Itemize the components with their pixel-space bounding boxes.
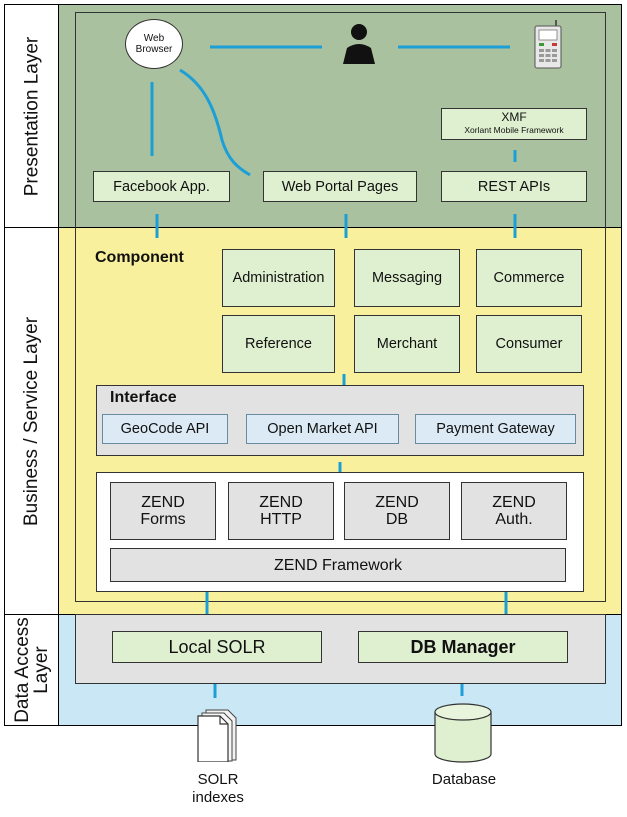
zend-auth-line2: Auth.	[495, 511, 533, 528]
db-manager-box: DB Manager	[358, 631, 568, 663]
zend-auth-line1: ZEND	[492, 494, 536, 511]
database-cylinder-icon	[434, 703, 492, 763]
business-layer-label: Business / Service Layer	[4, 227, 59, 615]
web-browser-circle: Web Browser	[125, 19, 183, 69]
interface-geocode-api: GeoCode API	[102, 414, 228, 444]
zend-http-line2: HTTP	[260, 511, 302, 528]
rest-apis-box: REST APIs	[441, 171, 587, 202]
web-portal-pages-box: Web Portal Pages	[263, 171, 417, 202]
zend-framework-bar: ZEND Framework	[110, 548, 566, 582]
component-commerce: Commerce	[476, 249, 582, 307]
zend-forms-line1: ZEND	[141, 494, 185, 511]
interface-open-market-api: Open Market API	[246, 414, 399, 444]
component-consumer: Consumer	[476, 315, 582, 373]
solr-indexes-label: SOLR indexes	[168, 771, 268, 807]
database-label: Database	[431, 771, 497, 788]
zend-http-line1: ZEND	[259, 494, 303, 511]
web-browser-line1: Web	[143, 33, 165, 44]
component-merchant: Merchant	[354, 315, 460, 373]
document-stack-icon	[197, 709, 237, 762]
xmf-box: XMF Xorlant Mobile Framework	[441, 108, 587, 140]
mobile-phone-icon	[534, 20, 562, 69]
component-reference: Reference	[222, 315, 335, 373]
solr-label-line2: indexes	[192, 789, 244, 806]
zend-forms-line2: Forms	[140, 511, 186, 528]
zend-db-box: ZEND DB	[344, 482, 450, 540]
web-browser-line2: Browser	[135, 44, 173, 55]
data-access-layer-label: Data Access Layer	[4, 614, 59, 726]
zend-db-line2: DB	[385, 511, 409, 528]
local-solr-box: Local SOLR	[112, 631, 322, 663]
component-administration: Administration	[222, 249, 335, 307]
presentation-inner-frame	[75, 12, 606, 228]
zend-db-line1: ZEND	[375, 494, 419, 511]
zend-forms-box: ZEND Forms	[110, 482, 216, 540]
component-title: Component	[95, 249, 184, 266]
zend-auth-box: ZEND Auth.	[461, 482, 567, 540]
interface-payment-gateway: Payment Gateway	[415, 414, 576, 444]
interface-title: Interface	[110, 389, 177, 406]
solr-label-line1: SOLR	[197, 771, 239, 788]
user-icon	[343, 24, 375, 64]
facebook-app-box: Facebook App.	[93, 171, 230, 202]
business-inner-frame	[75, 227, 606, 602]
xmf-title: XMF	[501, 110, 527, 124]
zend-http-box: ZEND HTTP	[228, 482, 334, 540]
xmf-subtitle: Xorlant Mobile Framework	[464, 125, 564, 135]
component-messaging: Messaging	[354, 249, 460, 307]
presentation-layer-label: Presentation Layer	[4, 4, 59, 228]
